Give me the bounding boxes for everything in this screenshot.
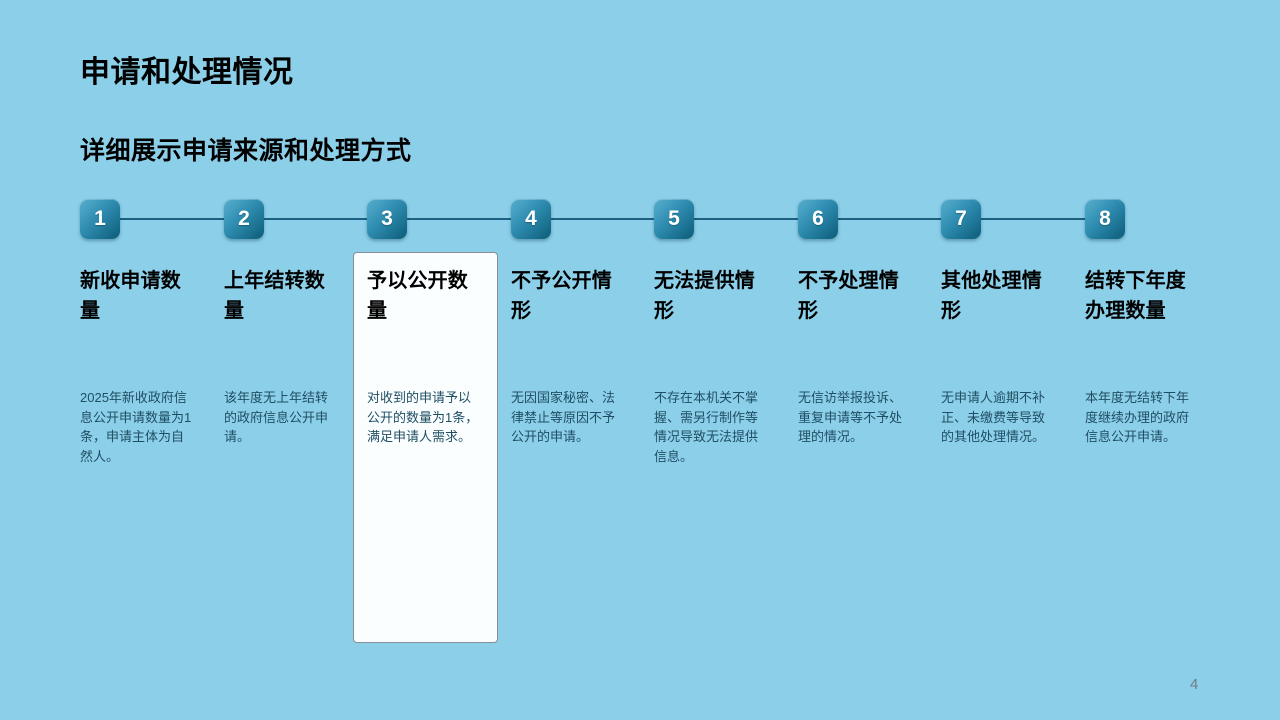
step-5-description: 不存在本机关不掌握、需另行制作等情况导致无法提供信息。 [654,390,759,464]
timeline-connector-line [100,218,1105,220]
step-2-heading: 上年结转数量 [224,270,325,322]
step-1-number-badge: 1 [80,199,120,239]
timeline-step-2: 上年结转数量 该年度无上年结转的政府信息公开申请。 [224,266,338,447]
timeline-step-5: 无法提供情形 不存在本机关不掌握、需另行制作等情况导致无法提供信息。 [654,266,768,466]
step-4-number-badge: 4 [511,199,551,239]
highlighted-step-card [353,252,498,643]
step-1-heading: 新收申请数量 [80,270,181,322]
step-7-description: 无申请人逾期不补正、未缴费等导致的其他处理情况。 [941,390,1046,444]
step-8-number-badge: 8 [1085,199,1125,239]
step-2-description: 该年度无上年结转的政府信息公开申请。 [224,390,329,444]
step-6-heading: 不予处理情形 [798,270,899,322]
step-6-number-badge: 6 [798,199,838,239]
timeline-step-1: 新收申请数量 2025年新收政府信息公开申请数量为1条，申请主体为自然人。 [80,266,194,466]
step-8-description: 本年度无结转下年度继续办理的政府信息公开申请。 [1085,390,1190,444]
step-5-heading: 无法提供情形 [654,270,755,322]
timeline-step-4: 不予公开情形 无因国家秘密、法律禁止等原因不予公开的申请。 [511,266,625,447]
step-1-description: 2025年新收政府信息公开申请数量为1条，申请主体为自然人。 [80,390,192,464]
timeline-step-8: 结转下年度办理数量 本年度无结转下年度继续办理的政府信息公开申请。 [1085,266,1199,447]
step-6-description: 无信访举报投诉、重复申请等不予处理的情况。 [798,390,903,444]
step-3-description: 对收到的申请予以公开的数量为1条，满足申请人需求。 [367,390,479,444]
slide-subtitle: 详细展示申请来源和处理方式 [80,137,412,165]
step-7-heading: 其他处理情形 [941,270,1042,322]
timeline-step-7: 其他处理情形 无申请人逾期不补正、未缴费等导致的其他处理情况。 [941,266,1055,447]
step-7-number-badge: 7 [941,199,981,239]
slide-title: 申请和处理情况 [80,56,294,89]
step-5-number-badge: 5 [654,199,694,239]
step-8-heading: 结转下年度办理数量 [1085,270,1186,322]
timeline-step-6: 不予处理情形 无信访举报投诉、重复申请等不予处理的情况。 [798,266,912,447]
timeline-step-3: 予以公开数量 对收到的申请予以公开的数量为1条，满足申请人需求。 [367,266,481,447]
step-3-heading: 予以公开数量 [367,270,468,322]
step-4-heading: 不予公开情形 [511,270,612,322]
step-2-number-badge: 2 [224,199,264,239]
step-4-description: 无因国家秘密、法律禁止等原因不予公开的申请。 [511,390,616,444]
page-number: 4 [1190,676,1199,693]
step-3-number-badge: 3 [367,199,407,239]
